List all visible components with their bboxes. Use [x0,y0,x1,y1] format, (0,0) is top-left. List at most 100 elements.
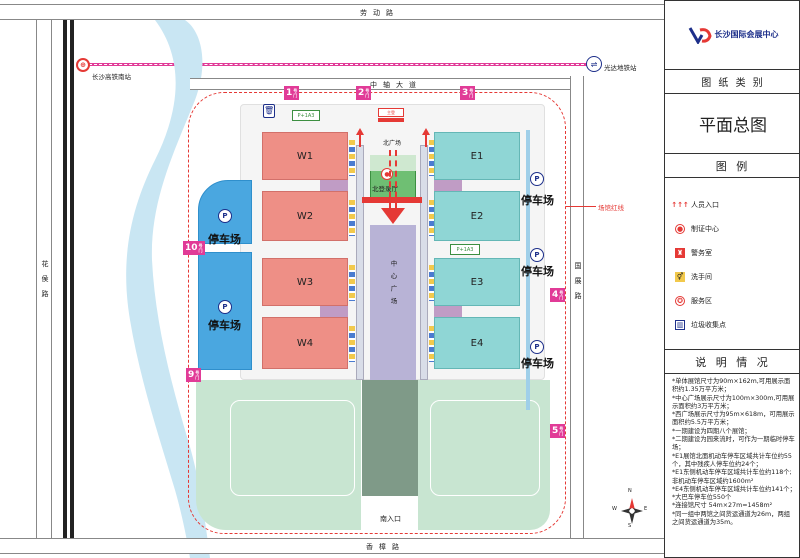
notes-title: 说 明 情 况 [665,350,800,374]
arrow-up-shaft [425,135,427,147]
gate-suffix: 号门 [293,88,298,98]
legend-title: 图 例 [665,154,800,178]
arrow-up-icon [422,128,430,135]
parking-west-north-label: 停车场 [208,233,241,246]
road-axis-label: 中轴大道 [370,81,422,89]
facility-strip-e1 [429,140,434,176]
gate-3-number: 3 [462,88,469,98]
restroom-icon: ⚥ [675,272,685,282]
hall-e2[interactable]: E2 [434,191,520,241]
gate-5-number: 5 [552,426,559,436]
hall-e4[interactable]: E4 [434,317,520,369]
hall-w2[interactable]: W2 [262,191,348,241]
site-map: 劳动路 花侯路 ⊕ 长沙高铁南站 ⇌ 光达地铁站 国展路 中轴大道 香樟路 中心… [0,4,664,558]
gate-suffix: 号门 [469,88,474,98]
logo-icon [688,26,712,44]
road-east-label: 国展路 [574,262,582,307]
parking-icon: P [530,248,544,262]
legend-entry: ↑↑↑ 人员入口 [671,200,719,210]
arrow-up-icon [356,128,364,135]
small-parking-sign: P+1A3 [450,244,480,255]
trash-icon: ▥ [675,320,685,330]
hall-e3-label: E3 [470,276,484,288]
legend-entry: ● 制证中心 [675,224,719,234]
red-line-leader [566,206,596,207]
north-entry-bar [378,118,404,122]
gate-1-number: 1 [286,88,293,98]
parking-east-1-label: 停车场 [521,194,554,207]
connector-w1-w2 [320,180,348,191]
compass-e: E [644,506,648,512]
parking-west-north[interactable] [198,180,252,244]
legend-entry: ⚥ 洗手间 [675,272,712,282]
road-west-label: 花侯路 [41,260,49,305]
rail-station-icon: ⊕ [76,58,90,72]
note-item: *单体展馆尺寸为90m×162m,可用展示面积约1.35万平方米； [672,378,791,394]
road-west [36,20,52,538]
facility-strip-w3 [349,265,355,301]
gate-suffix: 号门 [195,370,200,380]
hall-w2-label: W2 [296,210,314,222]
service-icon: ✪ [675,296,685,306]
facility-strip-w1 [349,140,355,176]
rail-line-a [63,20,67,538]
gate-2-number: 2 [358,88,365,98]
facility-strip-e2 [429,200,434,236]
hall-w1[interactable]: W1 [262,132,348,180]
note-item: *E1展馆北面机动车停车区域共计车位约55个，其中残疾人停车位约24个； [672,452,792,468]
brand-name: 长沙国际会展中心 [714,30,779,39]
hall-e1-label: E1 [470,150,484,162]
hall-w3-label: W3 [296,276,314,288]
legend-label: 服务区 [691,297,712,305]
note-item: *同一组中两馆之间货运通道为26m，两组之间货运通道为35m。 [672,510,791,527]
note-item: *E4东侧机动车停车区域共计车位约141个； [672,485,796,493]
compass-n: N [628,488,632,494]
legend-label: 制证中心 [691,225,719,233]
hall-e3[interactable]: E3 [434,258,520,306]
legend-label: 洗手间 [691,273,712,281]
gate-suffix: 号门 [559,426,564,436]
hall-e1[interactable]: E1 [434,132,520,180]
note-item: *中心广场展示尺寸为100m×300m,可用展示面积约3万平方米； [672,394,795,410]
note-item: *一期建设为四期八个展馆； [672,427,751,435]
legend-label: 垃圾收集点 [691,321,726,329]
gate-9-number: 9 [188,370,195,380]
legend-entry: ♜ 警务室 [675,248,712,258]
legend-box: ↑↑↑ 人员入口 ● 制证中心 ♜ 警务室 ⚥ 洗手间 ✪ 服务区 ▥ 垃圾收集… [665,178,800,350]
corridor-west [356,145,364,380]
parking-west-south-label: 停车场 [208,319,241,332]
compass-s: S [628,523,632,529]
hall-w4[interactable]: W4 [262,317,348,369]
green-path-east [430,400,540,496]
legend-label: 人员入口 [691,201,719,209]
parking-icon: P [218,209,232,223]
small-parking-sign: P+1A3 [292,110,320,121]
parking-west-south[interactable] [198,252,252,370]
compass-w: W [612,506,617,512]
note-item: *西广场展示尺寸为95m×618m，可用展示面积约5.5万平方米； [672,411,795,427]
drawing-type: 图 纸 类 别 [665,70,800,94]
facility-strip-w2 [349,200,355,236]
parking-icon: P [530,340,544,354]
note-item: *大巴车停车位550个 [672,494,732,502]
hall-w3[interactable]: W3 [262,258,348,306]
hall-w4-label: W4 [296,337,314,349]
note-item: *连接馆尺寸 54m×27m=1458m² [672,502,773,510]
rail-station-label: 长沙高铁南站 [92,73,131,81]
metro-line-dash [84,64,594,65]
parking-icon: P [218,300,232,314]
arrow-up-shaft [359,135,361,147]
brand-row: 长沙国际会展中心 [665,0,800,70]
legend-entry: ▥ 垃圾收集点 [675,320,726,330]
green-area-west [196,380,361,530]
note-item: *E1东侧机动车停车区域共计车位约118个;非机动车停车区域约1600m² [672,469,792,485]
center-plaza-label: 中心广场 [389,260,397,310]
road-east [570,76,584,538]
